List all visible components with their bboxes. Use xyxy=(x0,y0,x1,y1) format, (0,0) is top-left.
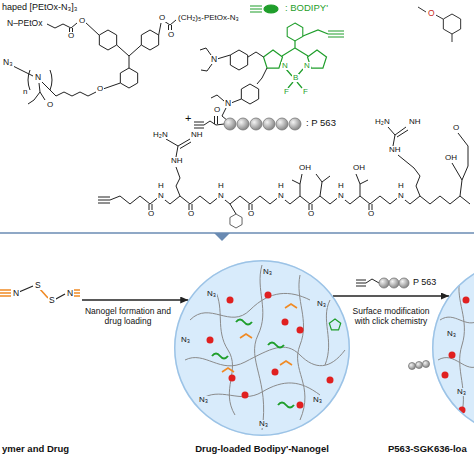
peptide-name: P 563 xyxy=(412,278,437,287)
nanogel-fill xyxy=(174,260,350,436)
nanogel-fill xyxy=(432,260,474,436)
star-polymer-structure xyxy=(13,20,176,104)
azide-label: N₃ xyxy=(180,336,191,344)
peptide-structure xyxy=(98,127,470,228)
azide-label: N₃ xyxy=(258,420,269,428)
peptide-atom-label: O xyxy=(307,210,315,218)
bodipy-atom-label: F xyxy=(283,88,290,96)
reaction-arrow xyxy=(82,299,188,300)
bodipy-atom-label: N xyxy=(281,62,289,70)
polymer-name: haped [PEtOx-N₃]₃ xyxy=(1,3,78,12)
azide-label: N₃ xyxy=(312,396,323,404)
crosslinker-atom-label: N xyxy=(66,289,74,298)
peptide-atom-label: NH xyxy=(388,146,402,154)
polymer-atom-label: N xyxy=(34,73,42,82)
bodipy-atom-label: B xyxy=(292,74,299,82)
separator xyxy=(0,233,474,241)
nanogel-outline xyxy=(174,260,350,436)
peptide-atom-label: O xyxy=(187,210,195,218)
bodipy-atom-label: N xyxy=(303,62,311,70)
bodipy-structure xyxy=(250,5,344,88)
bodipy-name: : BODIPY' xyxy=(284,3,329,13)
polymer-atom-label: O xyxy=(96,85,104,93)
p563-legend-structure xyxy=(194,116,224,128)
nanogel-outline xyxy=(432,260,474,436)
polymer-atom-label: O xyxy=(158,14,166,22)
peptide-atom-label: H xyxy=(397,182,405,190)
peptide-atom-label: O xyxy=(213,106,221,114)
polymer-atom-label: O xyxy=(67,32,75,40)
crosslinker-atom-label: S xyxy=(34,281,42,290)
polymer-atom-label: n xyxy=(22,88,28,96)
polymer-atom-label: O xyxy=(167,31,175,39)
polymer-atom-label: O xyxy=(46,101,54,109)
peptide-atom-label: O xyxy=(367,210,375,218)
azide-label: N₃ xyxy=(206,290,217,298)
azide-label: N₃ xyxy=(446,330,457,338)
peptide-atom-label: H xyxy=(277,182,285,190)
peptide-atom-label: H xyxy=(217,182,225,190)
bodipy-atom-label: N xyxy=(224,99,232,108)
styryl-arms xyxy=(200,48,267,121)
azide-label: N₃ xyxy=(262,268,273,276)
peptide-atom-label: N xyxy=(337,192,345,200)
reaction-arrow xyxy=(333,295,449,296)
peptide-atom-label: NH xyxy=(170,157,184,165)
peptide-atom-label: N xyxy=(157,192,165,200)
peptide-atom-label: N xyxy=(217,192,225,200)
drug-fragment xyxy=(418,7,461,42)
plus-sign: + xyxy=(184,113,192,124)
peptide-atom-label: H xyxy=(337,182,345,190)
azide-label: N₃ xyxy=(198,396,209,404)
peptide-atom-label: NH xyxy=(190,131,204,139)
polymer-atom-label: (CH₂)₅-PEtOx-N₃ xyxy=(177,14,240,22)
node-caption: Drug-loaded Bodipy'-Nanogel xyxy=(174,444,350,455)
bodipy-atom-label: N xyxy=(210,55,218,64)
nanogel-node: Drug-loaded Bodipy'-Nanogel xyxy=(174,260,350,436)
nanogel-border xyxy=(433,261,474,436)
peptide-atom-label: O xyxy=(452,124,460,132)
peptide-beads xyxy=(224,118,301,130)
surface-peptide xyxy=(409,361,430,370)
nanogel-network xyxy=(438,280,474,420)
node-caption: ymer and Drug xyxy=(2,444,69,455)
peptide-atom-label: H xyxy=(157,182,165,190)
peptide-atom-label: O xyxy=(247,210,255,218)
peptide-atom-label: OH xyxy=(444,154,458,162)
p563-reagent xyxy=(356,279,379,286)
polymer-atom-label: N₃ xyxy=(2,58,14,67)
peptide-atom-label: H₂N xyxy=(152,131,169,139)
peptide-atom-label: N xyxy=(277,192,285,200)
p563-reagent-beads xyxy=(379,278,409,288)
peptide-atom-label: OH xyxy=(352,164,366,172)
azide-label: N₃ xyxy=(456,388,467,396)
polymer-atom-label: N–PEtOx xyxy=(6,19,43,28)
crosslinker-atom-label: N xyxy=(12,289,20,298)
drug-atom-label: O xyxy=(427,9,436,18)
peptide-atom-label: NH xyxy=(408,118,422,126)
nanogel-network xyxy=(185,265,345,430)
crosslinker-atom-label: S xyxy=(48,296,56,305)
azide-label: N₃ xyxy=(316,300,327,308)
peptide-atom-label: O xyxy=(147,210,155,218)
arrow-label: Surface modification with click chemistr… xyxy=(352,306,430,326)
peptide-atom-label: N xyxy=(397,192,405,200)
peptide-atom-label: H₂N xyxy=(374,118,391,126)
peptide-name: : P 563 xyxy=(305,118,337,128)
polymer-atom-label: O xyxy=(78,17,86,25)
nanogel-border xyxy=(175,261,350,436)
arrow-label: Nanogel formation and drug loading xyxy=(84,306,172,326)
peptide-atom-label: OH xyxy=(298,164,312,172)
bodipy-atom-label: F xyxy=(302,88,309,96)
nanogel-node: P563-SGK636-loa xyxy=(432,260,474,436)
node-caption: P563-SGK636-loa xyxy=(388,444,467,455)
